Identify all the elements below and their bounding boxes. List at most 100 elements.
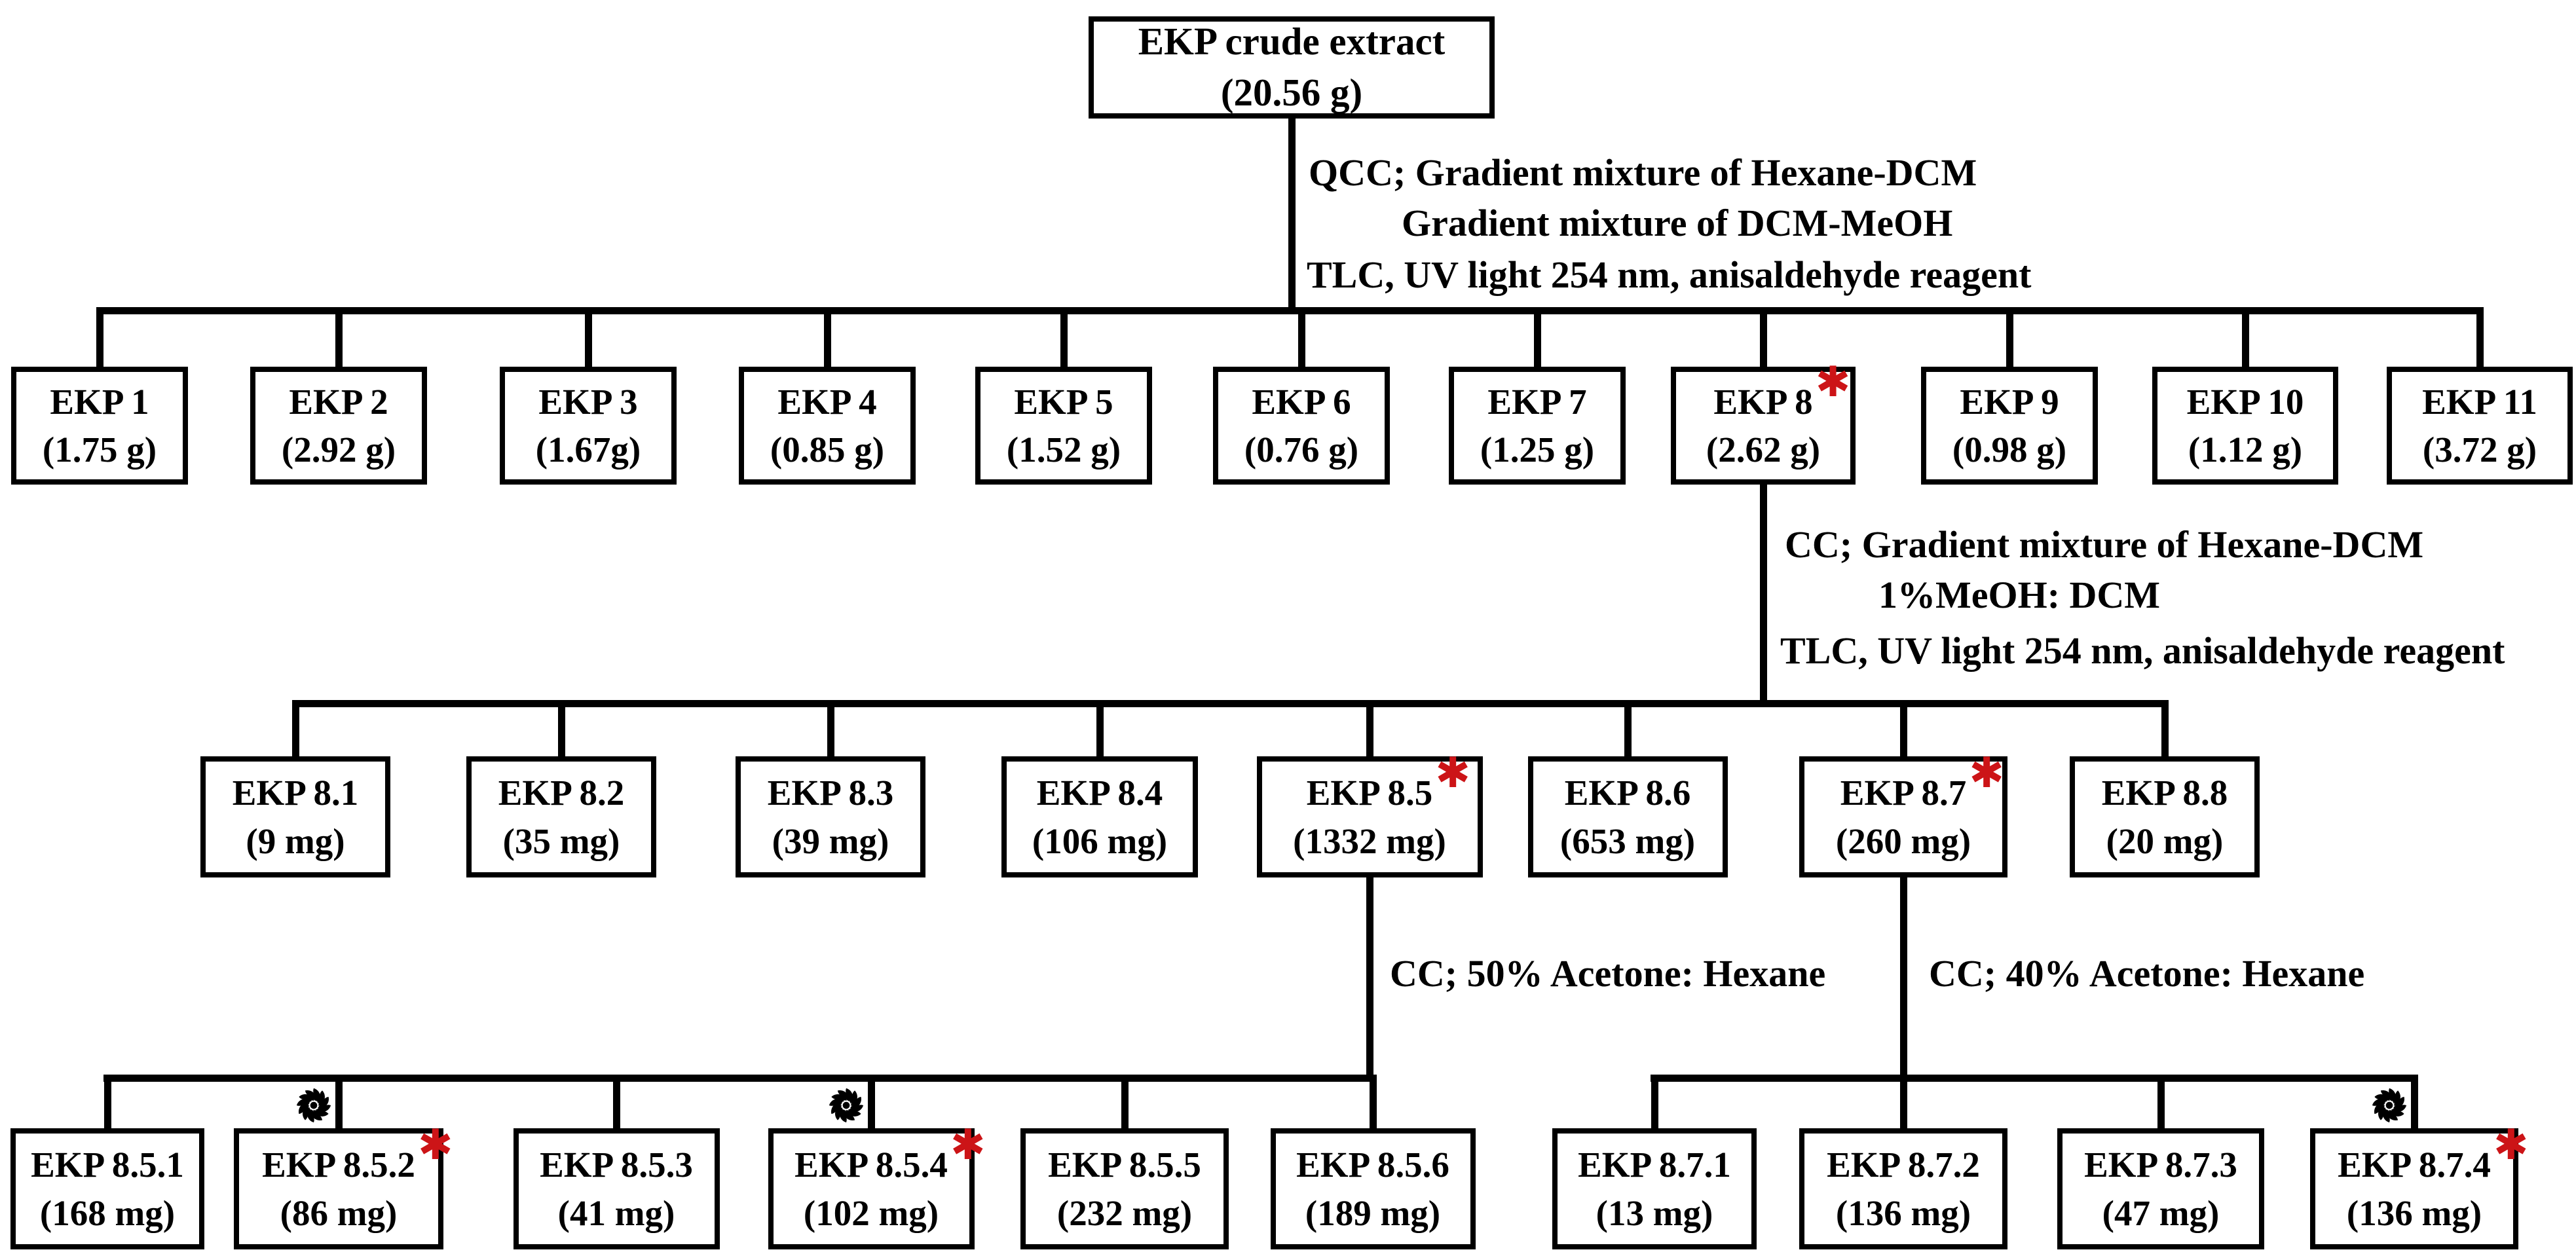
fraction-label: EKP 8.7.4✱ xyxy=(2338,1124,2528,1185)
fraction-mass: (136 mg) xyxy=(1835,1192,1971,1233)
fraction-box-ekp-crude-extract: EKP crude extract(20.56 g) xyxy=(1089,16,1495,119)
branch-connector-line xyxy=(1651,1075,1658,1135)
fraction-box-ekp-8: EKP 8✱ (2.62 g) xyxy=(1671,361,1856,485)
fraction-label: EKP 4 xyxy=(777,381,876,422)
branch-connector-line xyxy=(291,700,299,763)
trunk-line xyxy=(96,307,2483,314)
fraction-box-ekp-11: EKP 11 (3.72 g) xyxy=(2387,367,2573,485)
fraction-mass: (102 mg) xyxy=(803,1192,939,1233)
fraction-label-text: EKP 8.7.1 xyxy=(1578,1145,1731,1185)
fraction-label: EKP 8.8 xyxy=(2102,772,2228,813)
fraction-label-text: EKP 7 xyxy=(1487,381,1587,422)
process-annotation: TLC, UV light 254 nm, anisaldehyde reage… xyxy=(1780,629,2505,672)
parent-connector-line xyxy=(1759,485,1767,707)
asterisk-icon: ✱ xyxy=(417,1121,453,1170)
fraction-label-text: EKP 8.2 xyxy=(498,773,625,813)
fraction-box-ekp-8-5-2: EKP 8.5.2✱ (86 mg) xyxy=(234,1124,453,1249)
fraction-label: EKP 8.5✱ xyxy=(1307,752,1470,813)
fraction-label: EKP 8.5.5 xyxy=(1048,1144,1201,1185)
branch-connector-line xyxy=(867,1075,875,1135)
fraction-box-ekp-8-5-6: EKP 8.5.6(189 mg) xyxy=(1270,1128,1476,1249)
pinwheel-icon xyxy=(2370,1086,2408,1124)
fraction-label: EKP 8.5.4✱ xyxy=(794,1124,985,1185)
fraction-label: EKP 8.7.2 xyxy=(1827,1144,1980,1185)
asterisk-icon: ✱ xyxy=(2493,1121,2529,1170)
branch-connector-line xyxy=(1297,307,1305,373)
fraction-mass: (20.56 g) xyxy=(1220,71,1363,114)
fraction-mass: (86 mg) xyxy=(280,1192,398,1233)
fraction-mass: (2.92 g) xyxy=(281,430,396,470)
fraction-box-ekp-1: EKP 1 (1.75 g) xyxy=(11,367,188,485)
fraction-label-text: EKP 8.5.3 xyxy=(540,1145,693,1185)
fraction-label: EKP 11 xyxy=(2422,381,2537,422)
process-annotation: Gradient mixture of DCM-MeOH xyxy=(1402,202,1953,244)
branch-connector-line xyxy=(1624,700,1632,763)
fraction-label-text: EKP 3 xyxy=(538,381,638,422)
trunk-line xyxy=(1651,1075,2417,1082)
fraction-label-text: EKP 8.5.5 xyxy=(1048,1145,1201,1185)
fraction-label: EKP 1 xyxy=(50,381,149,422)
fraction-label-text: EKP 8.7.2 xyxy=(1827,1145,1980,1185)
branch-connector-line xyxy=(612,1075,620,1135)
fraction-label-text: EKP 8.7.4 xyxy=(2338,1145,2491,1185)
fraction-box-ekp-8-5-4: EKP 8.5.4✱ (102 mg) xyxy=(768,1124,986,1249)
fraction-mass: (1.25 g) xyxy=(1480,430,1595,470)
fraction-box-ekp-5: EKP 5(1.52 g) xyxy=(975,367,1152,485)
process-annotation: QCC; Gradient mixture of Hexane-DCM xyxy=(1309,151,1977,194)
fraction-box-ekp-8-7-1: EKP 8.7.1 (13 mg) xyxy=(1552,1128,1757,1249)
parent-connector-line xyxy=(1288,119,1296,314)
fraction-box-ekp-8-5-1: EKP 8.5.1(168 mg) xyxy=(10,1128,204,1249)
fraction-label-text: EKP 8.4 xyxy=(1036,773,1163,813)
fraction-box-ekp-8-3: EKP 8.3(39 mg) xyxy=(736,756,925,877)
fraction-label-text: EKP 10 xyxy=(2186,381,2304,422)
branch-connector-line xyxy=(335,1075,343,1135)
fraction-box-ekp-8-5: EKP 8.5✱ (1332 mg) xyxy=(1256,752,1483,877)
branch-connector-line xyxy=(1899,1075,1907,1135)
process-annotation: 1%MeOH: DCM xyxy=(1878,574,2161,616)
fraction-box-ekp-7: EKP 7 (1.25 g) xyxy=(1449,367,1626,485)
fraction-label-text: EKP 9 xyxy=(1960,381,2059,422)
fraction-mass: (653 mg) xyxy=(1559,821,1696,861)
fraction-label-text: EKP 2 xyxy=(289,381,388,422)
fraction-label: EKP 3 xyxy=(538,381,637,422)
fraction-mass: (35 mg) xyxy=(502,821,620,861)
parent-connector-line xyxy=(1899,877,1907,1082)
asterisk-icon: ✱ xyxy=(950,1121,986,1170)
branch-connector-line xyxy=(823,307,831,373)
fraction-box-ekp-8-5-5: EKP 8.5.5(232 mg) xyxy=(1020,1128,1229,1249)
branch-connector-line xyxy=(2006,307,2013,373)
fraction-label: EKP 8.7.1 xyxy=(1578,1144,1731,1185)
branch-connector-line xyxy=(2161,700,2169,763)
fraction-label-text: EKP 8.7.3 xyxy=(2084,1145,2237,1185)
fraction-mass: (13 mg) xyxy=(1596,1192,1713,1233)
fraction-mass: (41 mg) xyxy=(557,1192,675,1233)
fraction-mass: (106 mg) xyxy=(1032,821,1168,861)
fraction-label: EKP 8✱ xyxy=(1713,361,1850,422)
fraction-mass: (2.62 g) xyxy=(1706,430,1821,470)
fraction-box-ekp-8-8: EKP 8.8(20 mg) xyxy=(2070,756,2260,877)
fraction-label-text: EKP 4 xyxy=(777,381,877,422)
fraction-mass: (136 mg) xyxy=(2346,1192,2482,1233)
fraction-box-ekp-8-2: EKP 8.2 (35 mg) xyxy=(466,756,656,877)
fraction-label-text: EKP 5 xyxy=(1014,381,1113,422)
fraction-box-ekp-3: EKP 3(1.67g) xyxy=(500,367,677,485)
trunk-line xyxy=(292,700,2168,707)
fraction-label-text: EKP 8.5.2 xyxy=(262,1145,415,1185)
fraction-box-ekp-8-7-4: EKP 8.7.4✱ (136 mg) xyxy=(2310,1124,2529,1249)
fraction-label: EKP 2 xyxy=(289,381,388,422)
fraction-mass: (3.72 g) xyxy=(2422,430,2537,470)
fraction-label: EKP 6 xyxy=(1252,381,1351,422)
fraction-label: EKP 8.3 xyxy=(768,772,894,813)
fraction-mass: (1.75 g) xyxy=(42,430,157,470)
fraction-mass: (47 mg) xyxy=(2102,1192,2220,1233)
fraction-box-ekp-8-1: EKP 8.1(9 mg) xyxy=(200,756,390,877)
fraction-label: EKP 10 xyxy=(2187,381,2304,422)
fraction-label: EKP 8.7✱ xyxy=(1840,752,2004,813)
fraction-label: EKP 8.2 xyxy=(498,772,625,813)
fraction-mass: (1.12 g) xyxy=(2188,430,2303,470)
fraction-mass: (1332 mg) xyxy=(1293,821,1446,861)
fraction-label: EKP 8.5.2✱ xyxy=(262,1124,453,1185)
fraction-box-ekp-2: EKP 2 (2.92 g) xyxy=(250,367,427,485)
branch-connector-line xyxy=(557,700,565,763)
